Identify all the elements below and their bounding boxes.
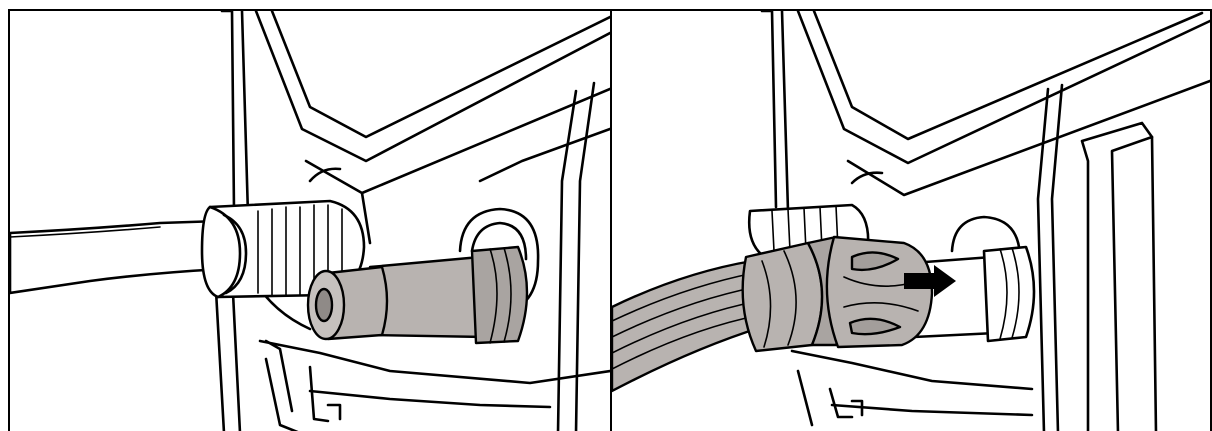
inlet-recess [458, 207, 540, 313]
panel-step-1 [8, 9, 612, 431]
panel-step-1-drawing [10, 11, 610, 431]
panel-step-2 [610, 9, 1212, 431]
hose [612, 259, 764, 393]
arrow-right-icon [904, 265, 956, 297]
inlet-nipple [306, 245, 529, 345]
panel-step-2-drawing [612, 11, 1210, 431]
coupling-nut-ribs [257, 204, 343, 296]
machine-housing [760, 11, 1210, 431]
hose [10, 219, 224, 295]
quick-coupler [741, 235, 934, 353]
